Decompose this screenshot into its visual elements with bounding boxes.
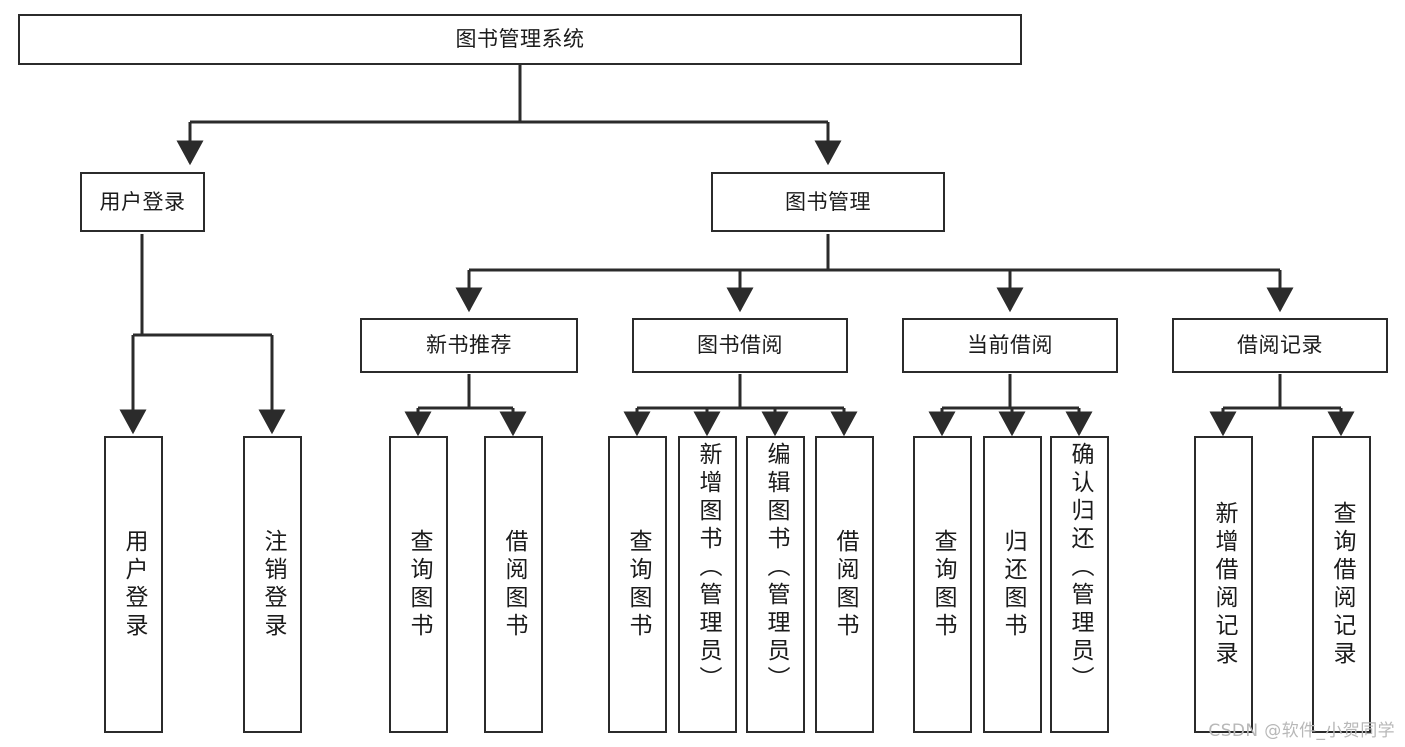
leaf-bb-borrow-book[interactable]: 借阅图书 <box>815 436 874 733</box>
node-label: 当前借阅 <box>967 333 1053 358</box>
leaf-nb-query-book[interactable]: 查询图书 <box>389 436 448 733</box>
leaf-nb-borrow-book[interactable]: 借阅图书 <box>484 436 543 733</box>
node-label: 新增借阅记录 <box>1211 500 1237 669</box>
node-new-book-recommend[interactable]: 新书推荐 <box>360 318 578 373</box>
node-label: 查询借阅记录 <box>1329 500 1355 669</box>
node-borrow-record[interactable]: 借阅记录 <box>1172 318 1388 373</box>
leaf-logout[interactable]: 注销登录 <box>243 436 302 733</box>
node-label: 图书借阅 <box>697 333 783 358</box>
leaf-br-add-record[interactable]: 新增借阅记录 <box>1194 436 1253 733</box>
leaf-user-login[interactable]: 用户登录 <box>104 436 163 733</box>
node-label: 编辑图书（管理员） <box>763 442 789 694</box>
node-label: 查询图书 <box>406 528 432 641</box>
node-user-login[interactable]: 用户登录 <box>80 172 205 232</box>
node-label: 图书管理系统 <box>455 27 585 52</box>
node-label: 查询图书 <box>625 528 651 641</box>
node-label: 用户登录 <box>99 189 186 214</box>
node-label: 查询图书 <box>930 528 956 641</box>
node-label: 图书管理 <box>785 189 871 214</box>
node-current-borrow[interactable]: 当前借阅 <box>902 318 1118 373</box>
node-label: 借阅图书 <box>832 528 858 641</box>
leaf-bb-edit-book-admin[interactable]: 编辑图书（管理员） <box>746 436 805 733</box>
node-label: 确认归还（管理员） <box>1067 442 1093 694</box>
node-root-book-management-system[interactable]: 图书管理系统 <box>18 14 1022 65</box>
leaf-br-query-record[interactable]: 查询借阅记录 <box>1312 436 1371 733</box>
csdn-watermark: CSDN @软件_小贺同学 <box>1208 721 1395 741</box>
node-label: 新增图书（管理员） <box>695 442 721 694</box>
node-label: 归还图书 <box>1000 528 1026 641</box>
leaf-bb-add-book-admin[interactable]: 新增图书（管理员） <box>678 436 737 733</box>
leaf-cb-confirm-return-admin[interactable]: 确认归还（管理员） <box>1050 436 1109 733</box>
node-book-borrow[interactable]: 图书借阅 <box>632 318 848 373</box>
node-label: 用户登录 <box>121 528 147 641</box>
leaf-cb-return-book[interactable]: 归还图书 <box>983 436 1042 733</box>
node-label: 注销登录 <box>260 528 286 641</box>
node-label: 借阅图书 <box>501 528 527 641</box>
node-label: 借阅记录 <box>1237 333 1323 358</box>
node-label: 新书推荐 <box>426 333 512 358</box>
leaf-bb-query-book[interactable]: 查询图书 <box>608 436 667 733</box>
leaf-cb-query-book[interactable]: 查询图书 <box>913 436 972 733</box>
node-book-management[interactable]: 图书管理 <box>711 172 945 232</box>
